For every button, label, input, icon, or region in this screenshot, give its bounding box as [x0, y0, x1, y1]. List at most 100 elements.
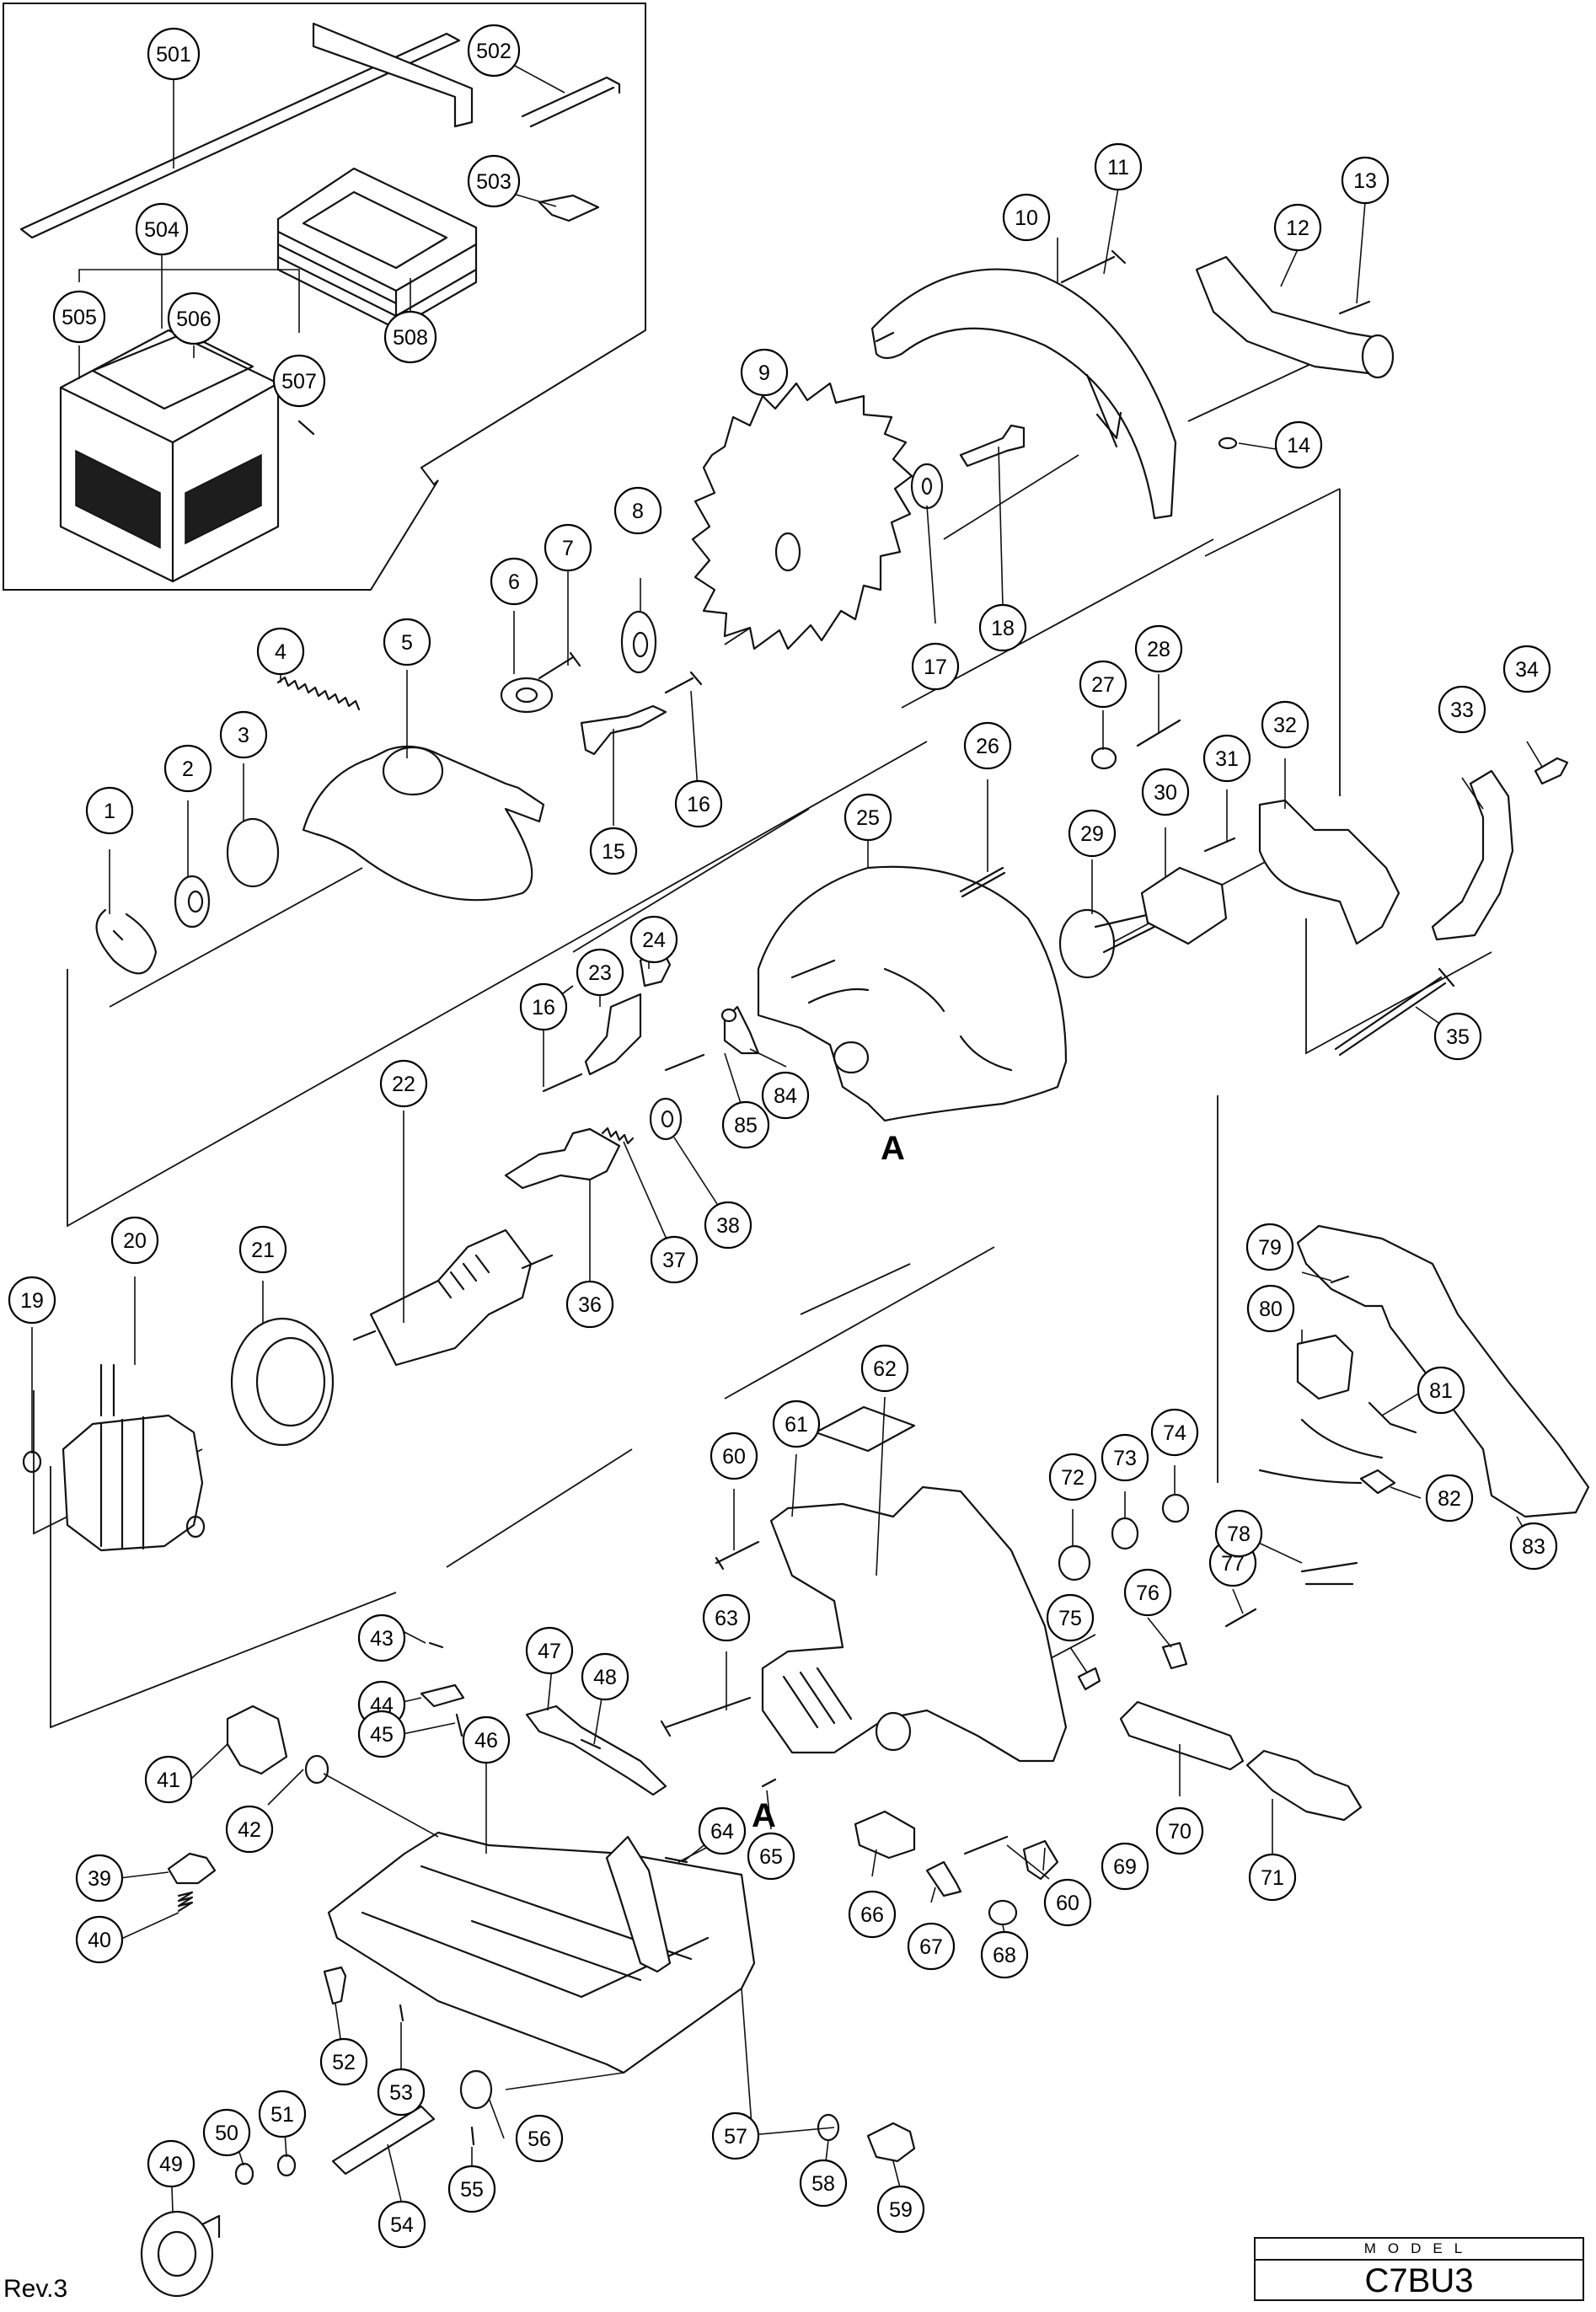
- callout-circle: [225, 1805, 274, 1854]
- callout-number: 57: [724, 2125, 747, 2149]
- callout-circle: [144, 1755, 193, 1804]
- spring-4-drawing: [276, 676, 361, 711]
- screw-77-drawing: [1224, 1608, 1257, 1628]
- callout-number: 34: [1515, 658, 1539, 682]
- callout-56: 56: [515, 2114, 564, 2163]
- screw-45-drawing: [455, 1713, 463, 1737]
- callout-505: 505: [52, 290, 106, 344]
- callout-53: 53: [377, 2068, 426, 2117]
- spring-37-drawing: [601, 1127, 635, 1145]
- callout-503: 503: [467, 154, 521, 208]
- callout-number: 46: [474, 1729, 498, 1753]
- screw-85-drawing: [664, 1053, 705, 1072]
- callout-circle: [907, 1922, 956, 1971]
- callout-number: 30: [1154, 781, 1177, 805]
- callout-11: 11: [1094, 142, 1143, 191]
- callout-15: 15: [589, 827, 638, 875]
- callout-circle: [52, 290, 106, 344]
- callout-502: 502: [467, 24, 521, 78]
- screw-7-drawing: [538, 651, 581, 680]
- callout-circle: [1141, 768, 1190, 816]
- lever-15-drawing: [580, 704, 667, 756]
- callout-number: 27: [1091, 673, 1115, 697]
- callout-number: 85: [734, 1114, 758, 1137]
- callout-circle: [674, 779, 723, 828]
- callout-68: 68: [980, 1930, 1029, 1979]
- callout-circle: [589, 827, 638, 875]
- callout-31: 31: [1202, 734, 1251, 783]
- callout-number: 11: [1107, 156, 1129, 179]
- callout-circle: [519, 982, 568, 1031]
- callout-circle: [772, 1400, 821, 1448]
- callout-64: 64: [698, 1806, 747, 1855]
- callout-number: 23: [588, 961, 612, 985]
- callout-number: 40: [88, 1929, 111, 1952]
- callout-number: 81: [1429, 1379, 1453, 1403]
- callout-number: 33: [1450, 698, 1474, 722]
- callout-number: 55: [460, 2178, 484, 2202]
- long-bolt-35-drawing: [1334, 967, 1455, 1057]
- callout-45: 45: [357, 1710, 406, 1758]
- callout-number: 15: [602, 840, 625, 864]
- callout-circle: [85, 786, 134, 835]
- callout-number: 63: [715, 1607, 738, 1630]
- bearing-plate-30-drawing: [1140, 866, 1228, 945]
- case-pin-drawing: [297, 420, 315, 436]
- callout-circle: [1202, 734, 1251, 783]
- callout-33: 33: [1438, 685, 1486, 734]
- callout-circle: [1079, 660, 1127, 709]
- motor-housing-61-drawing: [761, 1485, 1068, 1763]
- callout-24: 24: [629, 915, 678, 964]
- callout-circle: [704, 1201, 752, 1250]
- callout-60b: 60: [1043, 1878, 1092, 1927]
- callout-number: 3: [238, 724, 249, 747]
- callout-circle: [1101, 1842, 1149, 1891]
- screw-60-upper-drawing: [715, 1540, 760, 1571]
- callout-23: 23: [576, 948, 624, 997]
- washer-50-drawing: [234, 2162, 254, 2186]
- callout-circle: [799, 2159, 848, 2208]
- screw-55-drawing: [470, 2126, 475, 2146]
- gear-29-drawing: [1058, 908, 1156, 979]
- callout-61: 61: [772, 1400, 821, 1448]
- callout-number: 70: [1168, 1820, 1192, 1844]
- callout-80: 80: [1246, 1284, 1295, 1333]
- rip-fence-drawing: [19, 22, 474, 239]
- cord-guard-70-drawing: [1119, 1700, 1245, 1771]
- bearing-74-drawing: [1161, 1493, 1190, 1523]
- callout-82: 82: [1425, 1474, 1474, 1523]
- callout-circle: [711, 2111, 760, 2160]
- bolt-52-drawing: [323, 1966, 347, 2005]
- callout-39: 39: [75, 1854, 124, 1903]
- callout-circle: [844, 793, 892, 842]
- callout-circle: [1134, 624, 1183, 673]
- wing-bolt-59-drawing: [866, 2122, 916, 2163]
- callout-47: 47: [525, 1626, 574, 1675]
- bracket-32-drawing: [1258, 799, 1401, 945]
- callout-79: 79: [1245, 1223, 1294, 1271]
- callout-number: 25: [856, 806, 880, 830]
- callout-30: 30: [1141, 768, 1190, 816]
- model-title-block: MODEL C7BU3: [1254, 2237, 1584, 2301]
- callout-circle: [1502, 645, 1551, 693]
- callout-501: 501: [147, 27, 201, 81]
- callout-circle: [876, 2185, 925, 2234]
- callout-70: 70: [1155, 1806, 1204, 1855]
- washer-51-drawing: [276, 2154, 297, 2177]
- gear-cover-drawing: [757, 865, 1068, 1122]
- callout-number: 47: [538, 1640, 561, 1663]
- spring-40-drawing: [177, 1891, 194, 1913]
- callout-12: 12: [1273, 203, 1322, 252]
- section-mark-a-upper: A: [881, 1130, 905, 1167]
- callout-5: 5: [383, 618, 431, 666]
- plug-71-drawing: [1245, 1749, 1363, 1822]
- block-41-drawing: [226, 1705, 288, 1775]
- callout-17: 17: [911, 642, 960, 691]
- callout-38: 38: [704, 1201, 752, 1250]
- callout-circle: [256, 627, 305, 676]
- callout-circle: [1214, 1509, 1263, 1558]
- callout-number: 61: [785, 1413, 808, 1437]
- callout-number: 16: [687, 793, 710, 816]
- callout-number: 503: [476, 170, 511, 194]
